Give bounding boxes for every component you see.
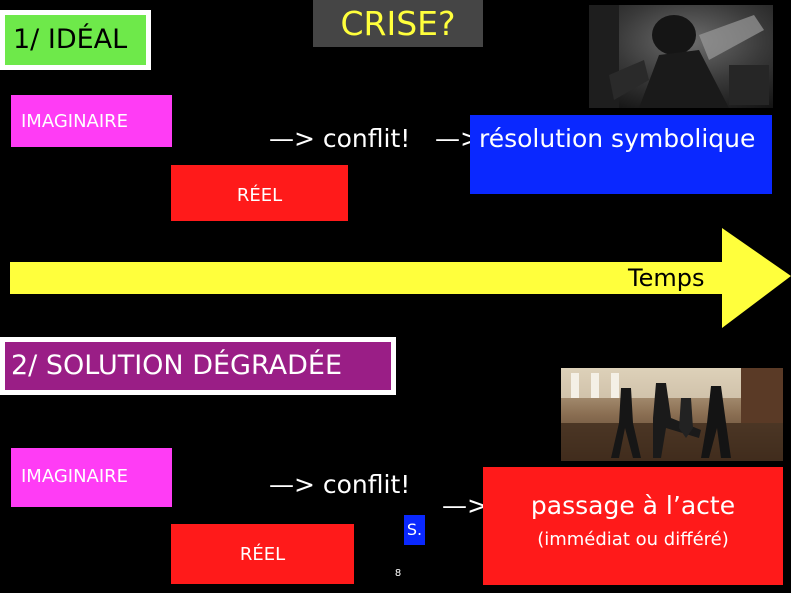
timeline-arrow	[10, 228, 791, 328]
conflit-label-1: —> conflit!	[269, 124, 411, 153]
imaginaire-box-2: IMAGINAIRE	[11, 448, 172, 507]
fight-photo-1	[589, 5, 773, 108]
section-1-label: 1/ IDÉAL	[5, 15, 146, 65]
resolution-symbolique-box: résolution symbolique	[470, 115, 772, 194]
fight-photo-2	[561, 368, 783, 461]
s-marker: S.	[404, 515, 425, 545]
page-number: 8	[394, 568, 402, 579]
section-2-header: 2/ SOLUTION DÉGRADÉE	[0, 337, 396, 395]
section-1-header: 1/ IDÉAL	[0, 10, 151, 70]
reel-box-1: RÉEL	[171, 165, 348, 221]
conflit-label-2: —> conflit!	[269, 470, 411, 499]
reel-box-2: RÉEL	[171, 524, 354, 584]
passage-a-l-acte-box: passage à l’acte (immédiat ou différé)	[483, 467, 783, 585]
slide-title: CRISE?	[313, 0, 483, 47]
passage-label: passage à l’acte	[530, 491, 736, 520]
temps-label: Temps	[628, 264, 705, 292]
section-2-label: 2/ SOLUTION DÉGRADÉE	[5, 342, 391, 390]
arrow-label-2: —>	[442, 491, 488, 520]
passage-sublabel: (immédiat ou différé)	[537, 529, 729, 550]
imaginaire-box-1: IMAGINAIRE	[11, 95, 172, 147]
